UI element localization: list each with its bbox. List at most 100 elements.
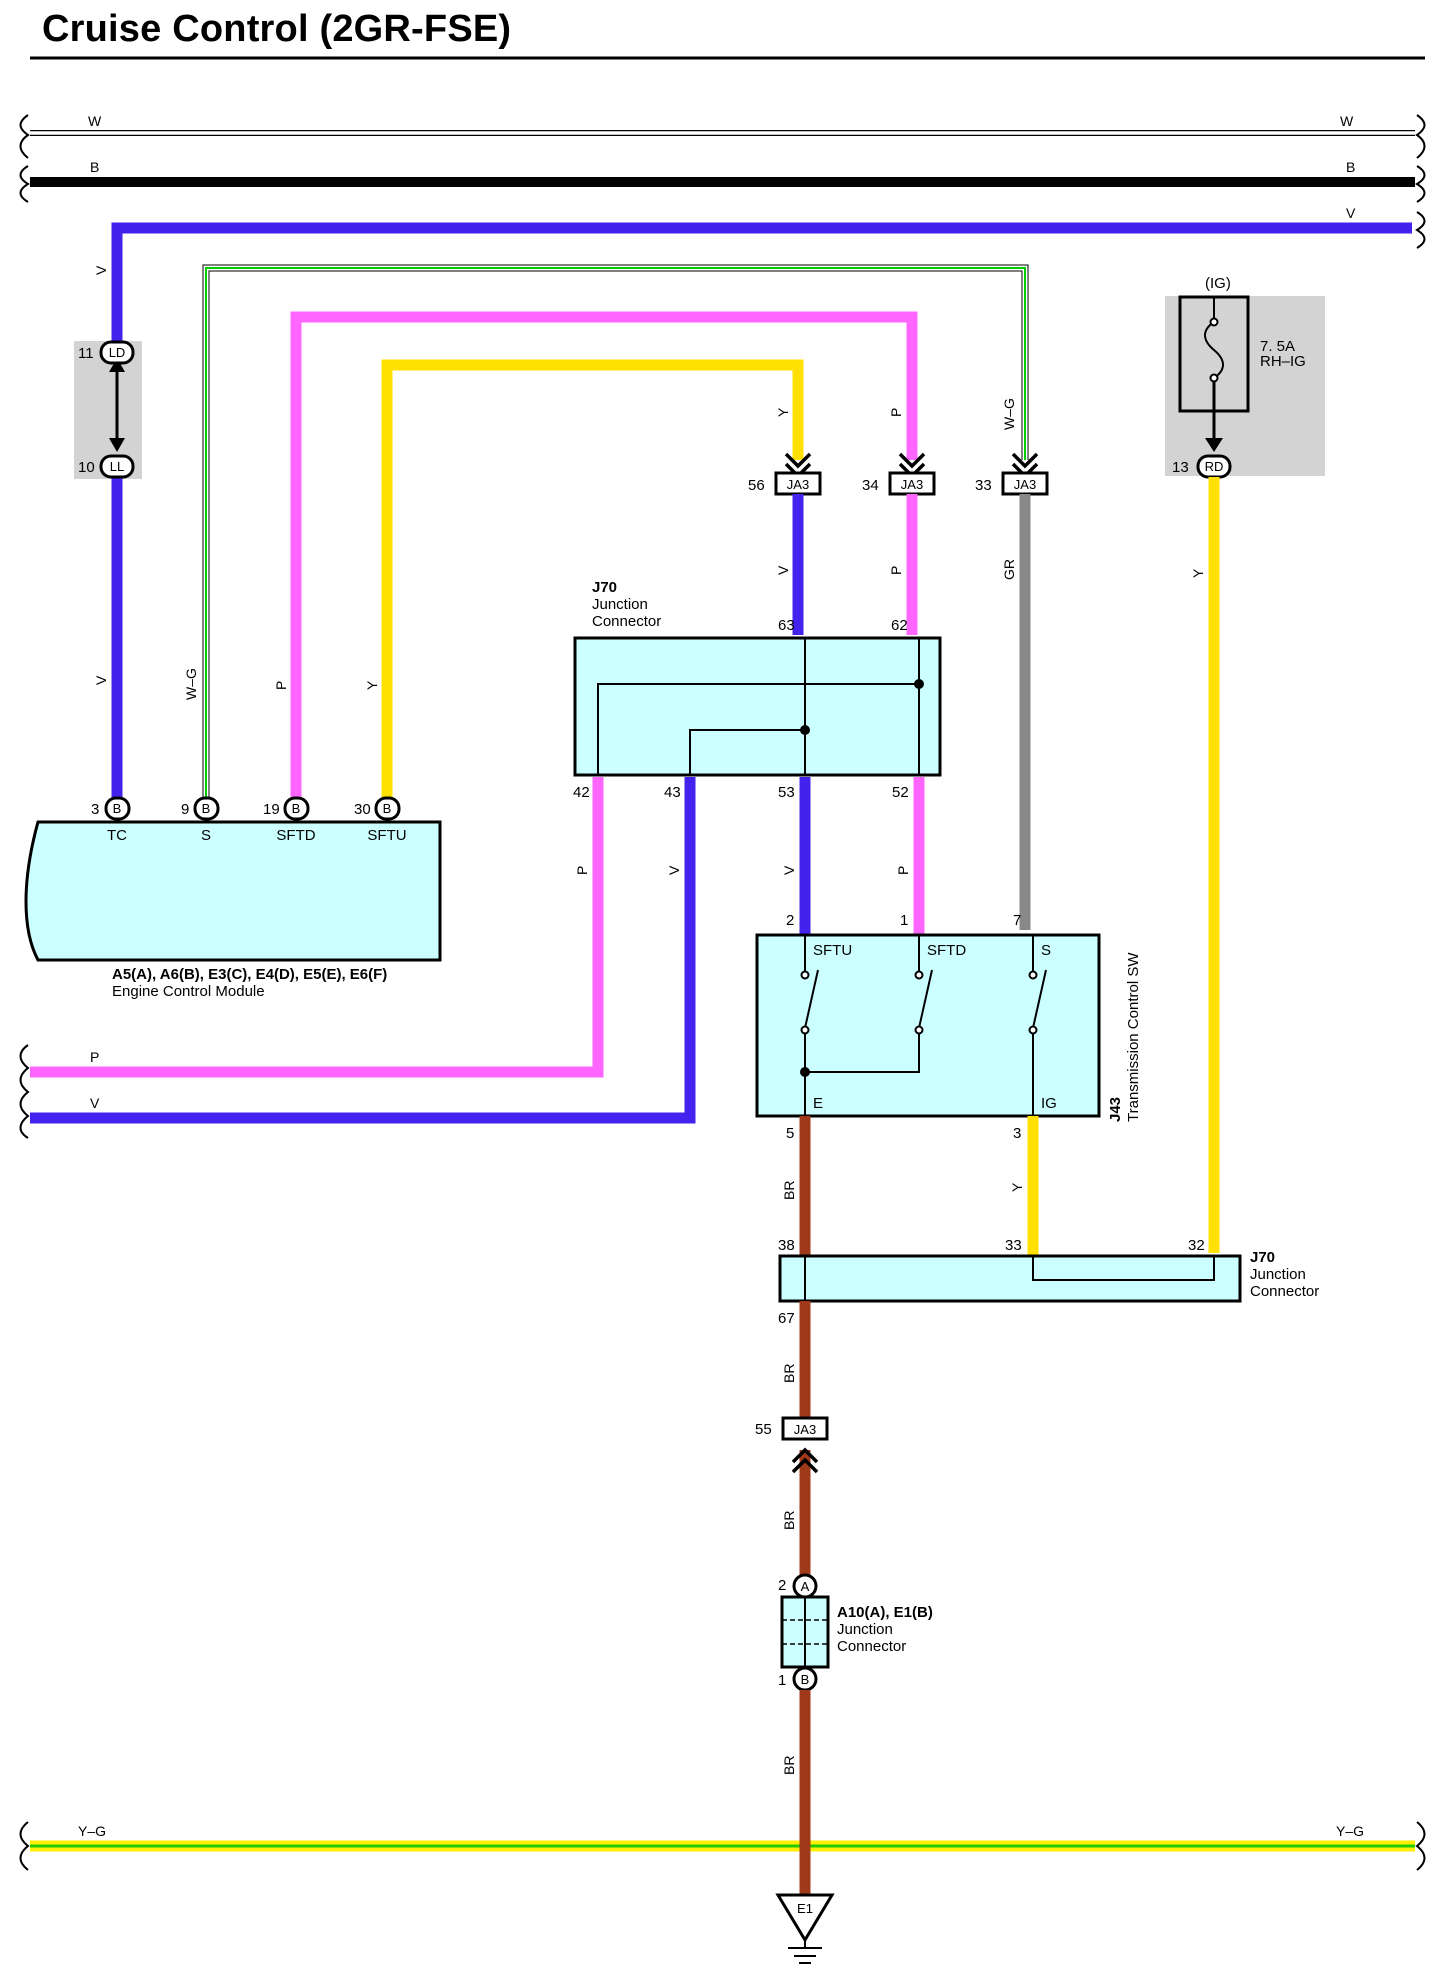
j70-top-line1: Junction bbox=[592, 596, 648, 613]
pin-label: 62 bbox=[891, 617, 908, 634]
svg-text:A: A bbox=[801, 1579, 810, 1594]
svg-text:10: 10 bbox=[78, 459, 95, 476]
j70-top-id: J70 bbox=[592, 579, 617, 596]
j70-top-box bbox=[573, 636, 942, 777]
svg-text:RD: RD bbox=[1205, 459, 1224, 474]
svg-text:19: 19 bbox=[263, 801, 280, 818]
wire-label: W bbox=[1340, 113, 1354, 129]
tcsw-terminal: IG bbox=[1041, 1095, 1057, 1112]
fuse-source: (IG) bbox=[1205, 275, 1231, 292]
pin-label: 42 bbox=[573, 784, 590, 801]
tcsw-id: J43 bbox=[1107, 1097, 1124, 1122]
svg-text:B: B bbox=[292, 801, 301, 816]
pin-label: 32 bbox=[1188, 1237, 1205, 1254]
svg-text:SFTU: SFTU bbox=[367, 827, 406, 844]
wire-label: Y bbox=[775, 407, 791, 417]
wire-label: P bbox=[888, 566, 904, 575]
svg-text:JA3: JA3 bbox=[901, 477, 923, 492]
ecm-pin-sftd: B 19 SFTD bbox=[263, 796, 316, 844]
svg-text:JA3: JA3 bbox=[794, 1422, 816, 1437]
svg-text:SFTD: SFTD bbox=[276, 827, 315, 844]
j70-bottom-id: J70 bbox=[1250, 1249, 1275, 1266]
pin-label: 7 bbox=[1013, 912, 1021, 929]
a10-line1: Junction bbox=[837, 1621, 893, 1638]
wire-label: W–G bbox=[183, 668, 199, 700]
wire-label: V bbox=[781, 865, 797, 875]
pin-label: 1 bbox=[900, 912, 908, 929]
svg-text:55: 55 bbox=[755, 1421, 772, 1438]
wire-label: GR bbox=[1001, 559, 1017, 580]
wire-label: P bbox=[888, 408, 904, 417]
pin-label: 38 bbox=[778, 1237, 795, 1254]
j70-bottom-line2: Connector bbox=[1250, 1283, 1319, 1300]
a10-codes: A10(A), E1(B) bbox=[837, 1604, 933, 1621]
wire-label: V bbox=[90, 1095, 100, 1111]
pin-label: 33 bbox=[1005, 1237, 1022, 1254]
ja3-connector-34: JA3 34 bbox=[862, 452, 936, 496]
wire-label: P bbox=[895, 866, 911, 875]
a10-line2: Connector bbox=[837, 1638, 906, 1655]
wire-p-sftd bbox=[290, 311, 918, 800]
svg-text:LL: LL bbox=[110, 459, 124, 474]
pin-label: 63 bbox=[778, 617, 795, 634]
svg-text:9: 9 bbox=[181, 801, 189, 818]
wire-label: Y bbox=[1190, 568, 1206, 578]
wire-label: V bbox=[775, 565, 791, 575]
svg-text:B: B bbox=[801, 1672, 810, 1687]
wire-label: V bbox=[93, 675, 109, 685]
ecm-box bbox=[24, 820, 442, 962]
svg-text:11: 11 bbox=[78, 345, 94, 362]
pin-label: 2 bbox=[786, 912, 794, 929]
fuse-name: RH–IG bbox=[1260, 353, 1306, 370]
ja3-connector-33: JA3 33 bbox=[975, 452, 1049, 496]
fuse-shade bbox=[1165, 296, 1325, 476]
break-marks bbox=[19, 114, 1426, 1871]
ja3-connector-55: JA3 55 bbox=[755, 1416, 829, 1441]
bus-v bbox=[111, 222, 1412, 353]
tcsw-terminal: S bbox=[1041, 942, 1051, 959]
wire-label: W–G bbox=[1001, 398, 1017, 430]
pin-label: 5 bbox=[786, 1125, 794, 1142]
wire-label: BR bbox=[781, 1511, 797, 1530]
pin-label: 43 bbox=[664, 784, 681, 801]
wire-label: V bbox=[666, 865, 682, 875]
pin-label: 67 bbox=[778, 1310, 795, 1327]
wire-label: Y bbox=[364, 680, 380, 690]
wire-y-sftu bbox=[381, 359, 804, 800]
j70-bottom-box bbox=[778, 1254, 1242, 1303]
tcsw-terminal: SFTD bbox=[927, 942, 966, 959]
wire-label: Y bbox=[1009, 1182, 1025, 1192]
ground-icon bbox=[775, 1893, 835, 1964]
wire-label: Y–G bbox=[78, 1823, 106, 1839]
svg-text:JA3: JA3 bbox=[1014, 477, 1036, 492]
wire-label: V bbox=[93, 265, 109, 275]
ecm-name: Engine Control Module bbox=[112, 983, 265, 1000]
wire-label: B bbox=[1346, 159, 1355, 175]
fuse-rating: 7. 5A bbox=[1260, 338, 1295, 355]
wire-label: P bbox=[273, 681, 289, 690]
ecm-pin-tc: B 3 TC bbox=[91, 796, 131, 844]
svg-text:B: B bbox=[383, 801, 392, 816]
tcsw-terminal: E bbox=[813, 1095, 823, 1112]
wire-label: P bbox=[90, 1049, 99, 1065]
wire-label: B bbox=[90, 159, 99, 175]
ecm-pin-sftu: B 30 SFTU bbox=[354, 796, 407, 844]
svg-text:56: 56 bbox=[748, 477, 765, 494]
wire-label: BR bbox=[781, 1181, 797, 1200]
svg-text:S: S bbox=[201, 827, 211, 844]
j70-bottom-internal bbox=[804, 1256, 1215, 1301]
svg-text:B: B bbox=[202, 801, 211, 816]
wire-label: P bbox=[574, 866, 590, 875]
svg-text:LD: LD bbox=[109, 345, 126, 360]
tcsw-name: Transmission Control SW bbox=[1125, 952, 1142, 1122]
ll-connector: LL 10 bbox=[78, 454, 135, 479]
svg-text:33: 33 bbox=[975, 477, 992, 494]
svg-text:JA3: JA3 bbox=[787, 477, 809, 492]
j70-top-internal bbox=[597, 638, 920, 775]
wire-p-42 bbox=[30, 777, 604, 1078]
a10-pin-a: A 2 bbox=[778, 1573, 818, 1599]
wire-label: BR bbox=[781, 1364, 797, 1383]
svg-text:1: 1 bbox=[778, 1672, 786, 1689]
j70-bottom-line1: Junction bbox=[1250, 1266, 1306, 1283]
